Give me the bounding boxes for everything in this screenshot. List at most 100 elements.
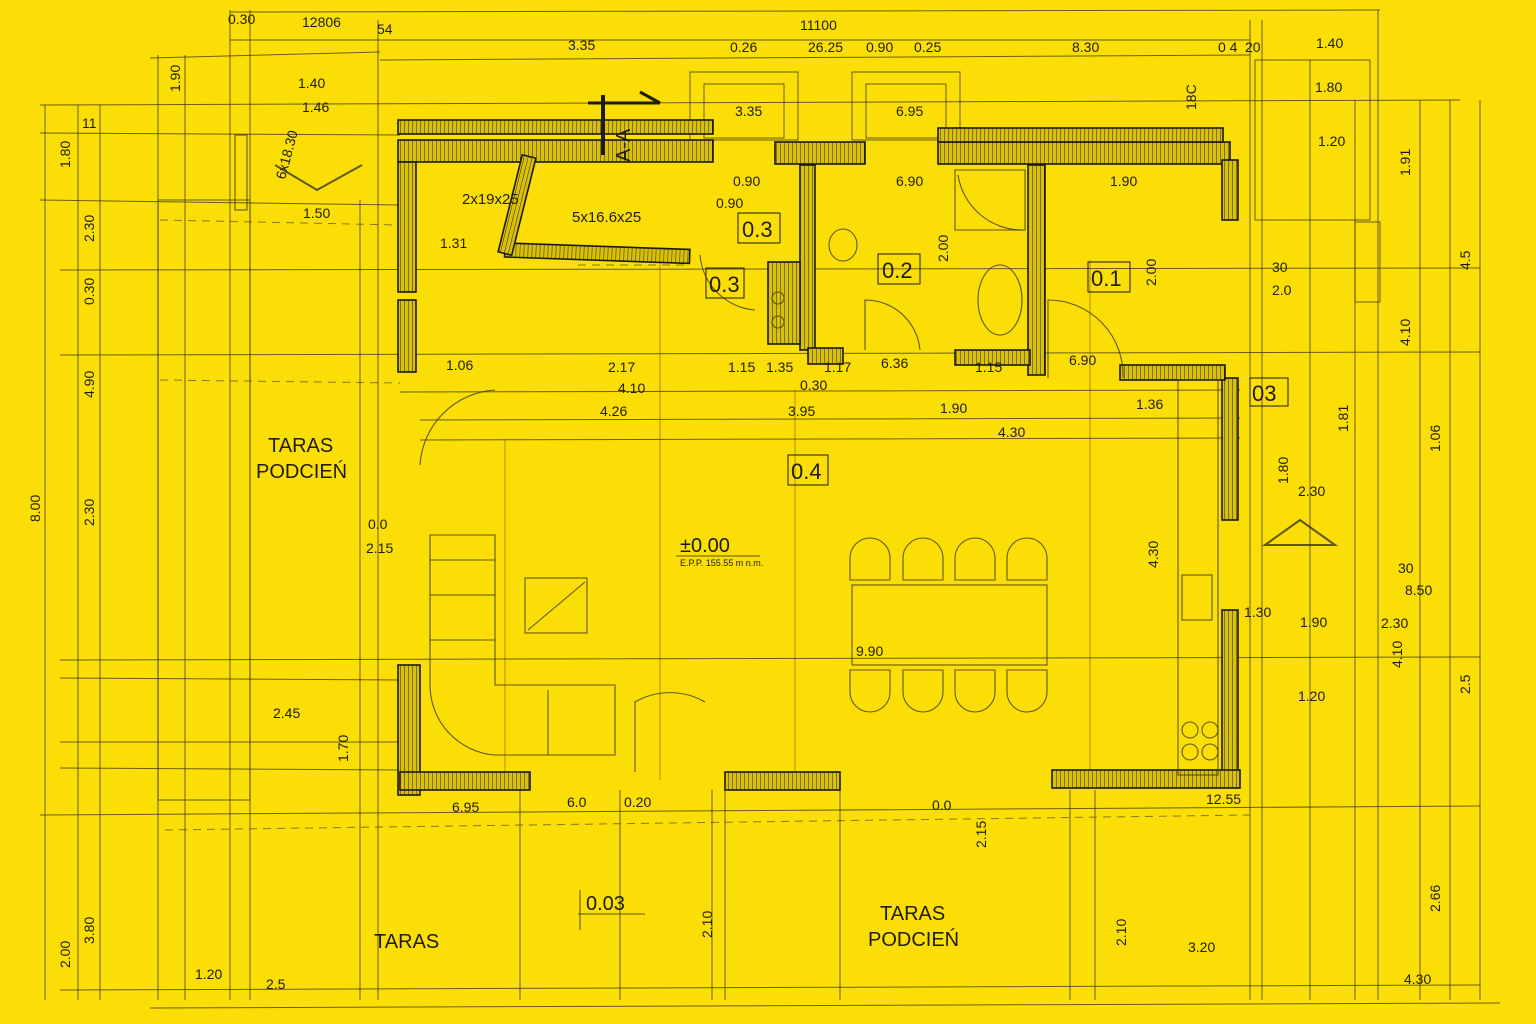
dimension-text: 2.17 (608, 359, 635, 375)
dimension-text: 2.0 (1272, 282, 1292, 298)
area-label: TARAS (880, 903, 945, 925)
dimension-text: 2.5 (1457, 674, 1473, 694)
dimension-text: 8.00 (27, 495, 43, 522)
dimension-text: 4.5 (1457, 250, 1473, 270)
stair-label: 2x19x25 (462, 191, 519, 208)
furniture (234, 134, 1339, 776)
dimension-text: 2.00 (935, 235, 951, 262)
dimension-text: 0.0 (932, 797, 952, 813)
dimension-text: 1.90 (1300, 614, 1327, 630)
dimension-text: 1.20 (195, 966, 222, 982)
dimension-text: 2.10 (1113, 919, 1129, 946)
dimension-text: 1.40 (298, 75, 325, 91)
dimension-text: 2.30 (81, 215, 97, 242)
dimension-text: 2.30 (1381, 615, 1408, 631)
dimension-text: 0.0 (368, 516, 388, 532)
dimension-text: 12806 (302, 14, 341, 30)
dimension-text: 1.90 (1110, 173, 1137, 189)
room-tag: 0.2 (882, 258, 913, 283)
room-tag: 0.3 (742, 217, 773, 242)
dimension-text: 2.30 (81, 499, 97, 526)
dimension-text: 1.30 (1244, 604, 1271, 620)
dimension-text: 2.00 (57, 941, 73, 968)
dimension-text: 1.35 (766, 359, 793, 375)
dimension-text: 1.91 (1397, 149, 1413, 176)
area-label: PODCIEŃ (256, 460, 347, 483)
dimension-text: 0.20 (624, 794, 651, 810)
dimension-text: 4.30 (998, 424, 1025, 440)
dimension-text: 1.90 (940, 400, 967, 416)
dimension-text: 1.06 (446, 357, 473, 373)
dimension-text: 4.30 (1404, 971, 1431, 987)
dimension-text: 2.00 (1143, 259, 1159, 286)
level-terrace: 0.03 (586, 893, 625, 915)
dimension-text: 12.55 (1206, 791, 1241, 807)
dimension-text: 0.30 (81, 278, 97, 305)
dimension-text: 0.90 (733, 173, 760, 189)
dimension-text: 3.80 (81, 917, 97, 944)
room-tags: 0.3 0.3 0.2 0.1 0.4 03 (705, 212, 1289, 486)
dimension-text: 6.95 (452, 799, 479, 815)
dimension-text: 2.15 (366, 540, 393, 556)
dimension-text: 1.17 (824, 359, 851, 375)
dimension-text: 2.45 (273, 705, 300, 721)
dimension-text: 1.81 (1335, 405, 1351, 432)
dimension-text: 8.50 (1405, 582, 1432, 598)
dimension-text: 0.90 (866, 39, 893, 55)
dimension-text: 1.50 (303, 205, 330, 221)
dimension-text: 6.90 (896, 173, 923, 189)
dimension-text: 1.40 (1316, 35, 1343, 51)
room-tag: 0.4 (791, 459, 822, 484)
dimension-text: 11 (82, 115, 97, 131)
dimension-text: 0.25 (914, 39, 941, 55)
dimension-text: 1.90 (167, 65, 183, 92)
area-labels: TARAS PODCIEŃ TARAS TARAS PODCIEŃ ±0.00 … (256, 435, 959, 953)
room-tag: 0.1 (1091, 266, 1122, 291)
dimension-text: 4.90 (81, 371, 97, 398)
section-label: A-A (613, 128, 635, 162)
dimension-text: 0.90 (716, 195, 743, 211)
section-marker-a-a: A-A (588, 90, 661, 162)
area-label: TARAS (268, 435, 333, 457)
dimension-text: 1.36 (1136, 396, 1163, 412)
dimension-text: 11100 (800, 17, 837, 33)
dimension-text: 4.30 (1145, 541, 1161, 568)
dimension-text: 0.26 (730, 39, 757, 55)
dimension-text: 6.0 (567, 794, 587, 810)
dimension-text: 4.10 (1389, 641, 1405, 668)
chimney-boxes (689, 59, 1381, 303)
dimension-text: 1.15 (975, 359, 1002, 375)
dimension-text: 1.46 (302, 99, 329, 115)
dimension-text: 1.80 (57, 141, 73, 168)
dimension-text: 1.80 (1275, 457, 1291, 484)
level-main: ±0.00 (680, 535, 730, 557)
dimension-text: 1.06 (1427, 425, 1443, 452)
dimension-texts: 0.30 12806 54 11100 3.35 0.26 26.25 0.90… (27, 11, 1473, 992)
dimension-text: 1.70 (335, 735, 351, 762)
dimension-text: 4.10 (618, 380, 645, 396)
dimension-text: 2.30 (1298, 483, 1325, 499)
dimension-text: 54 (377, 21, 393, 37)
dimension-text: 1.31 (440, 235, 467, 251)
dimension-lines (39, 9, 1501, 1009)
dimension-text: 0 4 (1218, 39, 1238, 55)
dimension-text: 26.25 (808, 39, 843, 55)
area-label: TARAS (374, 931, 439, 953)
dimension-text: 1.20 (1298, 688, 1325, 704)
dimension-text: 6.90 (1069, 352, 1096, 368)
dimension-text: 6.95 (896, 103, 923, 119)
dimension-text: 8.30 (1072, 39, 1099, 55)
dimension-text: 2.5 (266, 976, 286, 992)
dimension-text: 2.66 (1427, 885, 1443, 912)
dimension-text: 1.15 (728, 359, 755, 375)
dimension-text: 1.80 (1315, 79, 1342, 95)
dimension-text: 3.35 (735, 103, 762, 119)
stair-label: 6x18.30 (272, 128, 300, 180)
dimension-text: 0.30 (800, 377, 827, 393)
dimension-text: 2.15 (973, 821, 989, 848)
dimension-text: 2.10 (699, 911, 715, 938)
dimension-text: 30 (1398, 560, 1414, 576)
room-tag: 0.3 (709, 272, 740, 297)
dimension-text: 3.35 (568, 37, 595, 53)
